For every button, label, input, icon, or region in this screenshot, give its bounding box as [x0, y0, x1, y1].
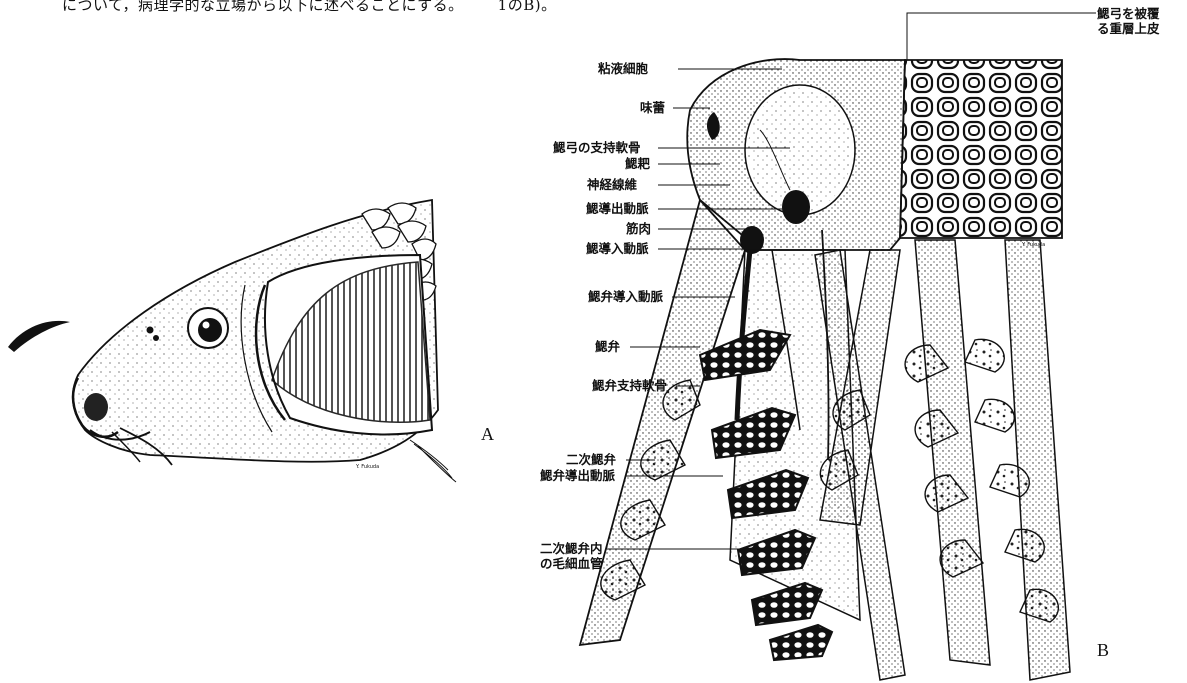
label-gill-raker: 鰓耙 [625, 156, 650, 171]
label-epithelium: 鰓弓を被覆 る重層上皮 [1097, 6, 1160, 36]
label-filament-cartilage: 鰓弁支持軟骨 [592, 378, 667, 393]
gill-section-drawing: Y. Fukuda [580, 59, 1070, 680]
label-epithelium-line1: 鰓弓を被覆 [1097, 6, 1160, 21]
artist-signature-b: Y. Fukuda [1021, 242, 1045, 248]
label-secondary-lamella: 二次鰓弁 [566, 452, 616, 467]
label-gill-filament: 鰓弁 [595, 339, 620, 354]
label-muscle: 筋肉 [626, 221, 651, 236]
label-afferent-branchial-artery: 鰓導入動脈 [586, 241, 649, 256]
label-gill-arch-cartilage: 鰓弓の支持軟骨 [553, 140, 641, 155]
label-nerve-fiber: 神経線維 [587, 177, 637, 192]
panel-letter-a: A [481, 424, 494, 445]
label-efferent-filament-artery: 鰓弁導出動脈 [540, 468, 615, 483]
panel-letter-b: B [1097, 640, 1109, 661]
label-lamellar-capillary: 二次鰓弁内 の毛細血管 [540, 541, 603, 571]
fish-head-drawing: Y. Fukuda [8, 200, 456, 482]
label-lamellar-capillary-line1: 二次鰓弁内 [540, 541, 603, 556]
label-lamellar-capillary-line2: の毛細血管 [540, 556, 603, 571]
artist-signature-a: Y. Fukuda [355, 464, 379, 470]
label-afferent-filament-artery: 鰓弁導入動脈 [588, 289, 663, 304]
label-mucous-cell: 粘液細胞 [598, 61, 648, 76]
label-epithelium-line2: る重層上皮 [1097, 21, 1160, 36]
label-efferent-branchial-artery: 鰓導出動脈 [586, 201, 649, 216]
label-taste-bud: 味蕾 [640, 100, 665, 115]
